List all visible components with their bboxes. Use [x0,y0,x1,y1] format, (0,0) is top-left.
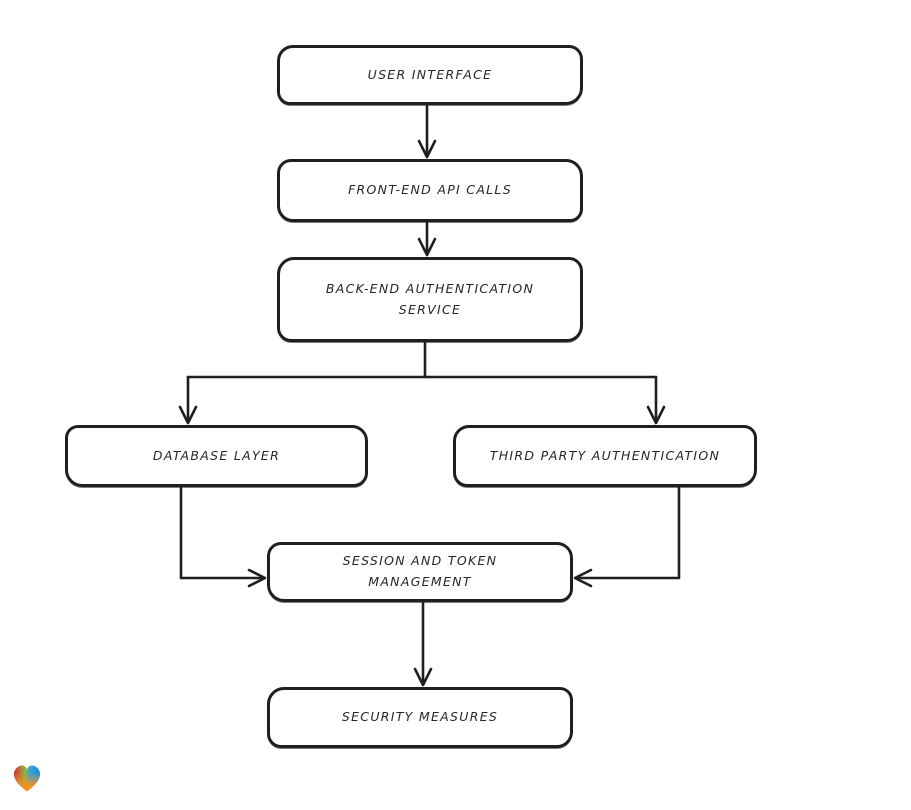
arrowhead-down-icon [417,139,437,159]
edge-front-end-to-back-end [417,221,437,257]
node-label: FRONT-END API CALLS [348,182,512,198]
edge-user-interface-to-front-end [417,104,437,159]
node-front-end-api-calls: FRONT-END API CALLS [277,159,583,222]
edge-back-end-branch [178,341,666,425]
node-security-measures: SECURITY MEASURES [267,687,573,748]
edge-database-to-session [179,486,267,588]
node-database-layer: DATABASE LAYER [65,425,368,487]
edge-session-to-security [413,601,433,687]
node-label: SESSION AND TOKEN MANAGEMENT [342,553,498,589]
eraser-heart-logo-icon [10,760,44,794]
node-user-interface: USER INTERFACE [277,45,583,105]
arrowhead-left-icon [573,568,593,588]
node-third-party-authentication: THIRD PARTY AUTHENTICATION [453,425,757,487]
arrowhead-right-icon [247,568,267,588]
arrowhead-down-icon [646,405,666,425]
node-label: USER INTERFACE [367,66,493,82]
node-label: SECURITY MEASURES [341,709,499,725]
node-label: BACK-END AUTHENTICATION SERVICE [325,280,535,317]
edge-third-party-to-session [573,486,681,588]
node-back-end-authentication-service: BACK-END AUTHENTICATION SERVICE [277,257,583,342]
arrowhead-down-icon [178,405,198,425]
node-label: DATABASE LAYER [152,447,281,463]
node-label: THIRD PARTY AUTHENTICATION [489,447,721,463]
node-session-and-token-management: SESSION AND TOKEN MANAGEMENT [267,542,573,602]
arrowhead-down-icon [413,667,433,687]
arrowhead-down-icon [417,237,437,257]
